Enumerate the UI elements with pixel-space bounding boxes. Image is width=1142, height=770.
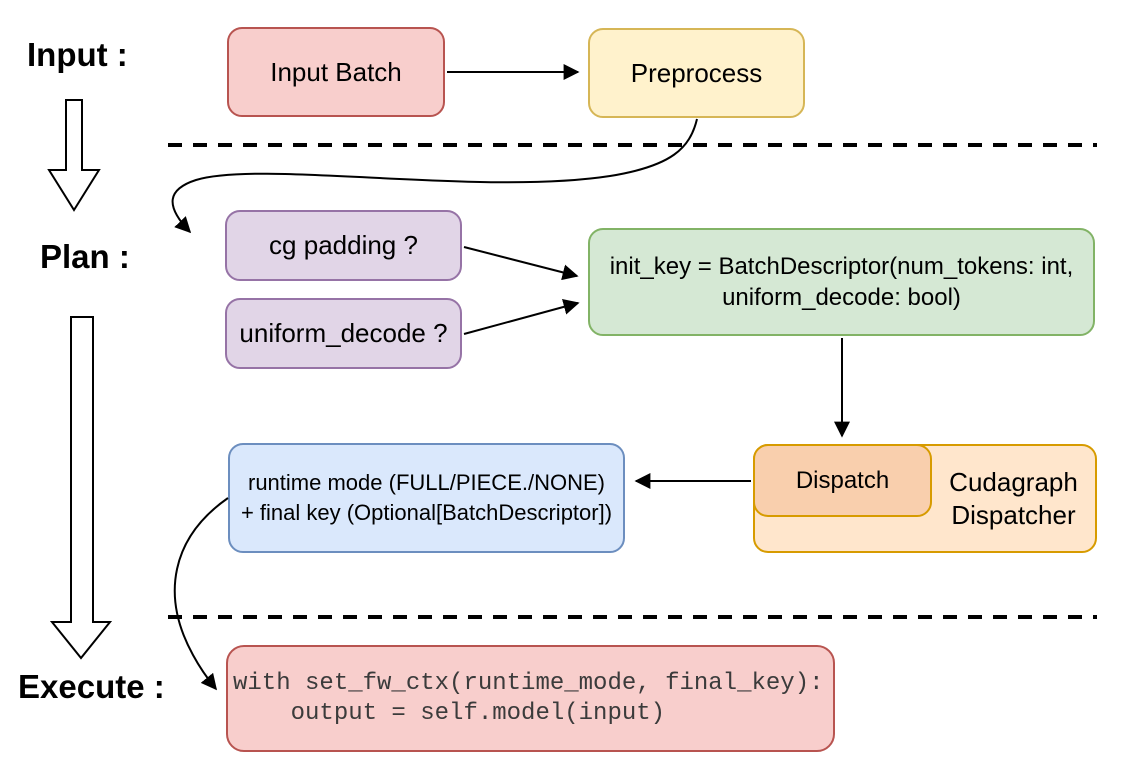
node-runtime-result: runtime mode (FULL/PIECE./NONE) + final … bbox=[228, 443, 625, 553]
node-uniform-decode-label: uniform_decode ? bbox=[239, 318, 448, 348]
node-input-batch-label: Input Batch bbox=[270, 56, 402, 87]
stage-arrow-input-icon bbox=[47, 99, 101, 212]
execute-code-line2: output = self.model(input) bbox=[233, 699, 666, 727]
node-init-key: init_key = BatchDescriptor(num_tokens: i… bbox=[588, 228, 1095, 336]
node-init-key-line2: uniform_decode: bool) bbox=[722, 284, 961, 311]
execute-code-line1: with set_fw_ctx(runtime_mode, final_key)… bbox=[233, 669, 824, 697]
cudagraph-label-line2: Dispatcher bbox=[951, 499, 1076, 530]
node-cg-padding: cg padding ? bbox=[225, 210, 462, 281]
node-dispatch: Dispatch bbox=[753, 444, 932, 517]
node-input-batch: Input Batch bbox=[227, 27, 445, 117]
node-dispatch-label: Dispatch bbox=[795, 466, 890, 494]
stage-arrow-plan-icon bbox=[49, 316, 113, 660]
node-preprocess-label: Preprocess bbox=[630, 57, 763, 88]
edge-runtime-result-to-execute-code bbox=[173, 497, 229, 691]
node-uniform-decode: uniform_decode ? bbox=[225, 298, 462, 369]
stage-label-input: Input : bbox=[27, 36, 128, 73]
node-runtime-result-line1: runtime mode (FULL/PIECE./NONE) bbox=[248, 470, 605, 495]
stage-label-plan: Plan : bbox=[40, 238, 130, 275]
node-init-key-line1: init_key = BatchDescriptor(num_tokens: i… bbox=[609, 253, 1074, 280]
edge-cg-padding-to-init-key bbox=[463, 246, 579, 281]
node-cudagraph-dispatcher-label: Cudagraph Dispatcher bbox=[930, 444, 1097, 553]
edge-uniform-decode-to-init-key bbox=[463, 299, 580, 335]
node-cg-padding-label: cg padding ? bbox=[269, 230, 418, 260]
node-runtime-result-line2: + final key (Optional[BatchDescriptor]) bbox=[240, 500, 613, 525]
cudagraph-label-line1: Cudagraph bbox=[949, 466, 1078, 497]
node-preprocess: Preprocess bbox=[588, 28, 805, 118]
node-execute-code: with set_fw_ctx(runtime_mode, final_key)… bbox=[226, 645, 835, 752]
stage-label-execute: Execute : bbox=[18, 668, 165, 705]
